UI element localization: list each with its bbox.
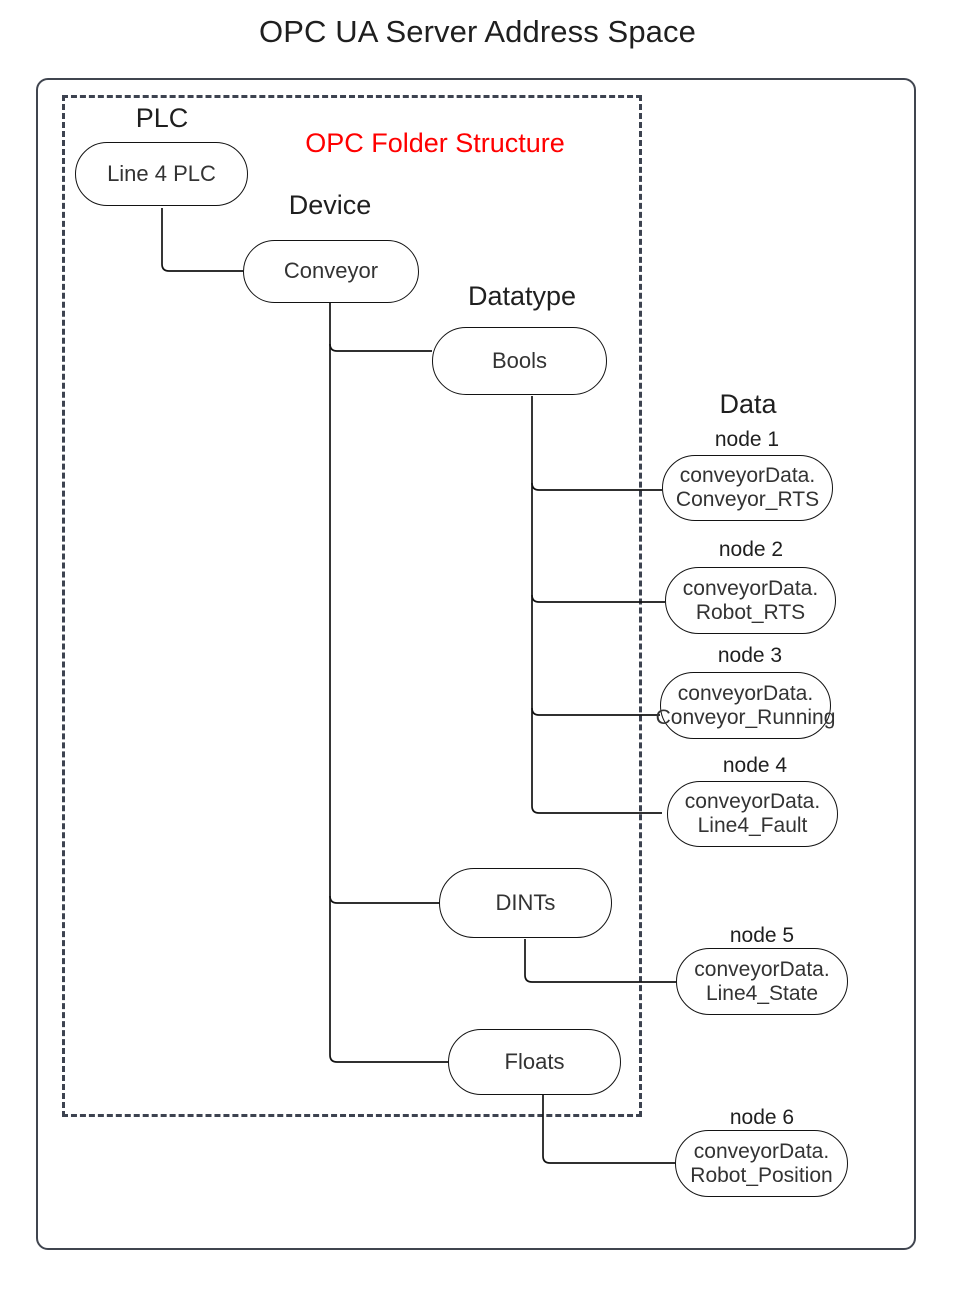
data-node-2-label: conveyorData. Robot_RTS [682, 576, 819, 624]
folder-node-dints[interactable]: DINTs [439, 868, 612, 938]
node-caption-4: node 4 [722, 754, 788, 777]
server-address-space-container [36, 78, 916, 1250]
data-node-2[interactable]: conveyorData. Robot_RTS [665, 567, 836, 634]
folder-node-floats-label: Floats [504, 1048, 565, 1074]
data-node-6-label: conveyorData. Robot_Position [690, 1139, 833, 1187]
group-label-data: Data [719, 389, 777, 419]
data-node-4-label: conveyorData. Line4_Fault [684, 790, 821, 837]
group-label-plc: PLC [135, 103, 189, 133]
folder-node-bools-label: Bools [491, 347, 548, 373]
opc-folder-structure-label: OPC Folder Structure [305, 128, 565, 158]
page-title: OPC UA Server Address Space [259, 14, 696, 49]
data-node-5[interactable]: conveyorData. Line4_State [676, 948, 848, 1015]
group-label-device: Device [288, 190, 372, 220]
folder-node-conveyor-label: Conveyor [283, 258, 379, 284]
group-label-datatype: Datatype [467, 281, 577, 311]
node-caption-6: node 6 [729, 1106, 795, 1129]
folder-node-bools[interactable]: Bools [432, 327, 607, 395]
folder-node-floats[interactable]: Floats [448, 1029, 621, 1095]
data-node-5-label: conveyorData. Line4_State [694, 957, 830, 1005]
folder-node-line4-plc[interactable]: Line 4 PLC [75, 142, 248, 206]
folder-node-line4-plc-label: Line 4 PLC [107, 160, 216, 186]
folder-node-conveyor[interactable]: Conveyor [243, 240, 419, 303]
node-caption-3: node 3 [717, 644, 783, 667]
node-caption-2: node 2 [718, 538, 784, 561]
data-node-1[interactable]: conveyorData. Conveyor_RTS [662, 455, 833, 521]
folder-node-dints-label: DINTs [495, 889, 556, 915]
data-node-6[interactable]: conveyorData. Robot_Position [675, 1130, 848, 1197]
data-node-1-label: conveyorData. Conveyor_RTS [675, 464, 820, 511]
data-node-3[interactable]: conveyorData. Conveyor_Running [656, 672, 835, 739]
node-caption-5: node 5 [729, 924, 795, 947]
data-node-3-label: conveyorData. Conveyor_Running [655, 681, 836, 729]
data-node-4[interactable]: conveyorData. Line4_Fault [667, 781, 838, 847]
node-caption-1: node 1 [714, 428, 780, 451]
